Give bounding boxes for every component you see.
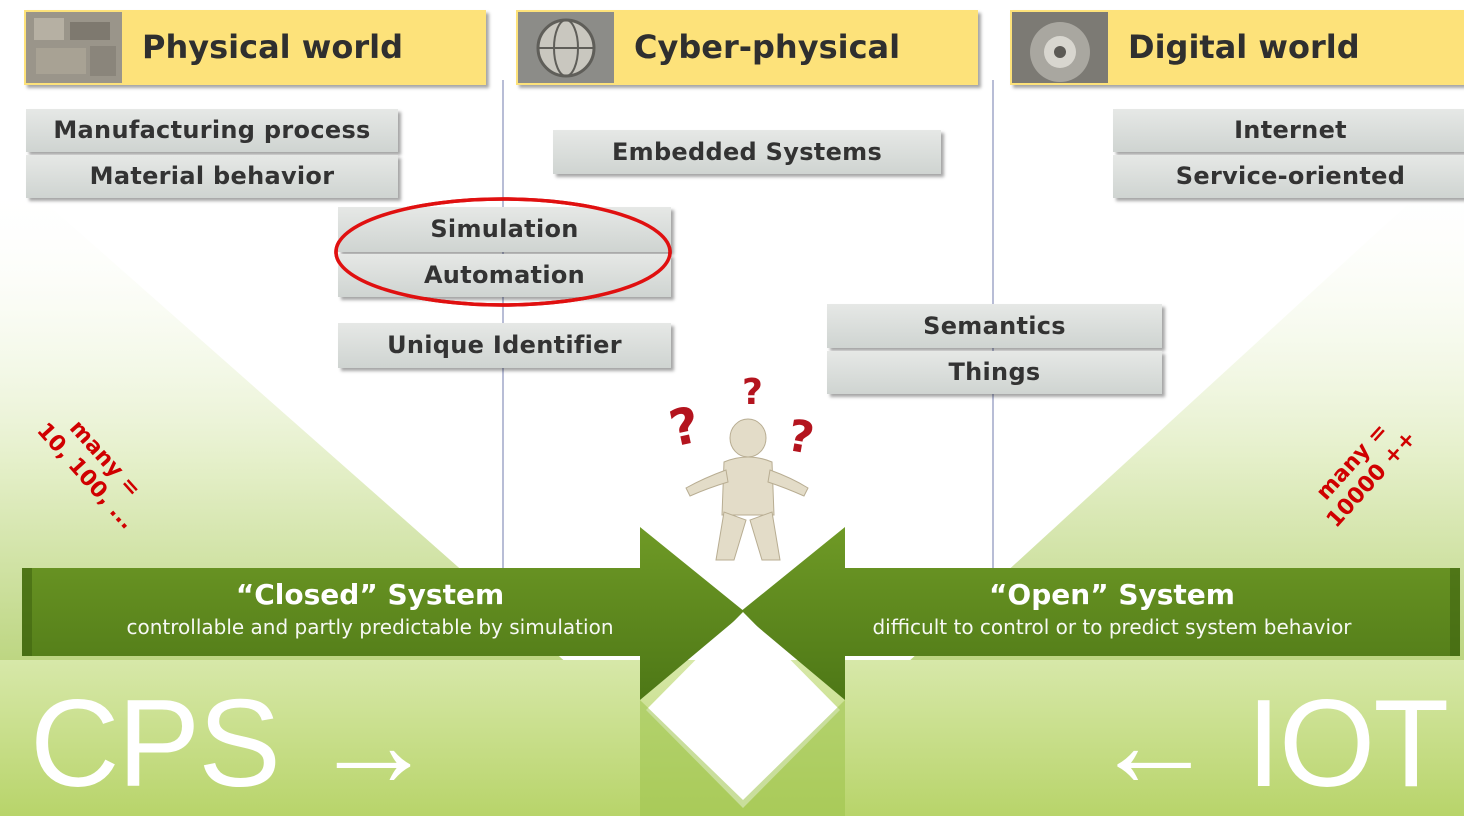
header-cyber-physical: Cyber-physical [516, 10, 978, 85]
box-manufacturing-process: Manufacturing process [26, 109, 398, 152]
box-internet: Internet [1113, 109, 1464, 152]
box-automation: Automation [338, 254, 671, 297]
header-physical-world: Physical world [24, 10, 486, 85]
metal-texture-image [1012, 12, 1108, 83]
column-title: Cyber-physical [634, 28, 901, 66]
box-things: Things [827, 351, 1162, 394]
box-unique-identifier: Unique Identifier [338, 323, 671, 368]
closed-system-subtitle: controllable and partly predictable by s… [126, 615, 614, 639]
iot-label: ← IOT [1092, 675, 1449, 813]
stone-texture-image [26, 12, 122, 83]
box-semantics: Semantics [827, 304, 1162, 348]
question-mark-icon: ? [742, 372, 763, 413]
open-band-arrow [740, 527, 1460, 700]
box-embedded-systems: Embedded Systems [553, 130, 941, 174]
closed-band-arrow [22, 527, 745, 700]
open-system-subtitle: difficult to control or to predict syste… [872, 615, 1352, 639]
cps-label: CPS → [30, 675, 435, 813]
open-system-label: “Open” System difficult to control or to… [812, 578, 1412, 639]
header-digital-world: Digital world [1010, 10, 1464, 85]
globe-image [518, 12, 614, 83]
left-fan [0, 180, 740, 816]
box-simulation: Simulation [338, 207, 671, 252]
box-material-behavior: Material behavior [26, 155, 398, 198]
confused-person-figure [685, 418, 809, 561]
closed-system-label: “Closed” System controllable and partly … [70, 578, 670, 639]
closed-system-title: “Closed” System [235, 578, 505, 611]
column-title: Digital world [1128, 28, 1360, 66]
column-title: Physical world [142, 28, 403, 66]
open-system-title: “Open” System [989, 578, 1235, 611]
box-service-oriented: Service-oriented [1113, 155, 1464, 198]
